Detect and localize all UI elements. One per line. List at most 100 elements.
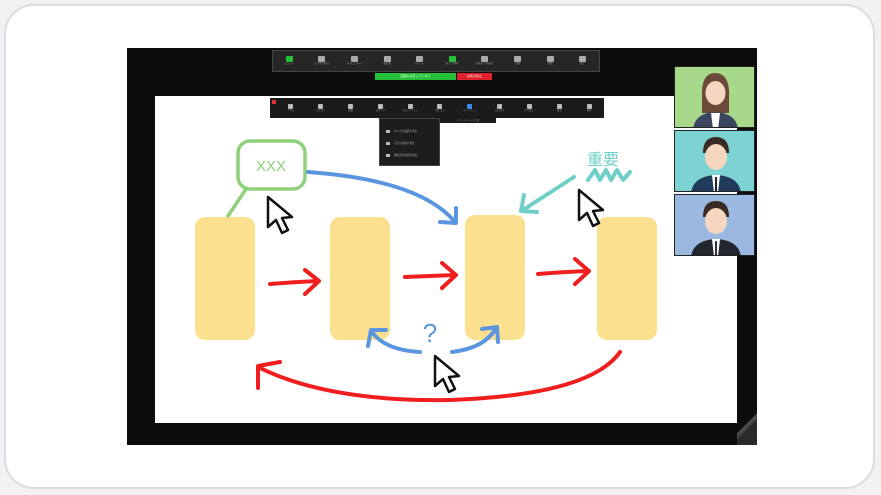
annotation-tool-label: テキスト (316, 108, 326, 112)
stamp-icon (377, 103, 383, 109)
annotation-tool-eraser[interactable]: 消しゴム (425, 98, 455, 118)
avatar-man (691, 137, 741, 191)
stop-share-button[interactable]: 共有の停止 (457, 73, 492, 80)
menu-item-clear-all[interactable]: すべての描画を消去 (380, 125, 439, 137)
process-box-2 (330, 217, 390, 340)
annotation-tool-label: 元に戻す (494, 108, 505, 112)
redo-icon (526, 103, 532, 109)
annotation-tool-redo[interactable]: やり直し (515, 98, 545, 118)
avatar-woman (693, 73, 738, 127)
menu-item-clear-mine[interactable]: 自分の描画を消去 (380, 137, 439, 149)
share-screen-icon (448, 56, 456, 62)
sharing-status: 画面を共有しています (375, 73, 456, 80)
save-icon (586, 103, 592, 109)
text-icon (318, 103, 324, 109)
toolbar-button-more[interactable]: 詳細 (534, 51, 567, 71)
annotation-tool-save[interactable]: 保存 (574, 98, 604, 118)
annotation-tool-label: 消しゴム (435, 108, 445, 112)
annotation-tool-mouse[interactable]: マウス (276, 98, 306, 118)
toolbar-button-end[interactable]: 終了 (566, 51, 599, 71)
annotation-tool-draw[interactable]: 描画 (336, 98, 366, 118)
cursor-icon (433, 354, 461, 394)
clear-dropdown-menu: すべての描画を消去 自分の描画を消去 閲覧者の描画を消去 (379, 118, 440, 166)
screen-corner (737, 405, 757, 445)
annotation-tool-label: やり直し (524, 108, 534, 112)
toolbar-button-microphone[interactable]: ミュート (273, 51, 306, 71)
eraser-icon (386, 141, 390, 145)
pen-icon (386, 153, 390, 157)
participants-icon (383, 56, 391, 62)
end-icon (579, 56, 587, 62)
spotlight-icon (407, 103, 413, 109)
question-mark: ? (423, 318, 437, 348)
speech-bubble (226, 139, 307, 218)
annotation-tool-trash[interactable]: 消去 (544, 98, 574, 118)
annotation-toolbar: マウス テキスト 描画 スタンプ スポットライト 消しゴム フォーマット 元に戻す やり直し 消去… (270, 98, 604, 118)
undo-icon (497, 103, 503, 109)
important-text: 重要 (587, 150, 619, 169)
shield-icon (350, 56, 358, 62)
meeting-toolbar: ミュート ビデオの停止 セキュリティ 参加者チャット 新しい共有 共有の一時停止 注釈 詳細 終… (272, 50, 600, 72)
toolbar-button-participants[interactable]: 参加者 (371, 51, 404, 71)
toolbar-button-label: 注釈 (514, 62, 520, 65)
annotation-tool-label: 保存 (586, 108, 592, 112)
annotation-tool-label: スポットライト (402, 108, 419, 112)
annotation-tool-stamp[interactable]: スタンプ (365, 98, 395, 118)
toolbar-button-label: チャット (414, 62, 425, 65)
toolbar-button-share-screen[interactable]: 新しい共有 (436, 51, 469, 71)
draw-icon (348, 103, 354, 109)
annotation-hint: ホワイトボードの注釈 (440, 118, 496, 123)
avatar-man (691, 201, 741, 255)
toolbar-button-label: ミュート (284, 62, 295, 65)
annotation-tool-label: フォーマット (462, 108, 477, 112)
microphone-icon (285, 56, 293, 62)
trash-icon (556, 103, 562, 109)
toolbar-button-label: セキュリティ (347, 62, 362, 65)
bubble-text: XXX (256, 158, 286, 175)
blue-right-arrow (450, 325, 500, 354)
pen-icon (386, 129, 390, 133)
toolbar-button-label: 共有の一時停止 (476, 62, 494, 65)
toolbar-button-label: ビデオの停止 (314, 62, 330, 65)
toolbar-button-shield[interactable]: セキュリティ (338, 51, 371, 71)
toolbar-button-pause[interactable]: 共有の一時停止 (469, 51, 502, 71)
annotation-tool-label: 描画 (348, 108, 353, 112)
eraser-icon (437, 103, 443, 109)
annotation-tool-format[interactable]: フォーマット (455, 98, 485, 118)
close-annotation-icon[interactable] (272, 100, 276, 104)
teal-arrow (519, 175, 576, 214)
red-arrow-1 (268, 268, 321, 296)
toolbar-button-chat[interactable]: チャット (403, 51, 436, 71)
toolbar-button-label: 新しい共有 (446, 62, 459, 65)
annotation-tool-text[interactable]: テキスト (306, 98, 336, 118)
cursor-icon (266, 195, 294, 235)
red-return-arrow (256, 350, 622, 403)
annotation-tool-label: マウス (287, 108, 295, 112)
annotation-tool-undo[interactable]: 元に戻す (485, 98, 515, 118)
pen-icon (513, 56, 521, 62)
more-icon (546, 56, 554, 62)
pause-icon (481, 56, 489, 62)
process-box-1 (195, 217, 255, 340)
chat-icon (416, 56, 424, 62)
toolbar-button-video-camera[interactable]: ビデオの停止 (306, 51, 339, 71)
video-tile-participant-man-1[interactable] (674, 130, 755, 192)
red-arrow-3 (536, 257, 591, 286)
format-icon (467, 103, 473, 109)
annotation-tool-spotlight[interactable]: スポットライト (395, 98, 425, 118)
blue-curved-arrow (306, 170, 458, 225)
toolbar-button-label: 終了 (580, 62, 586, 65)
video-tile-participant-woman[interactable] (674, 66, 755, 128)
process-box-3 (465, 215, 525, 340)
blue-left-arrow (366, 328, 422, 354)
process-box-4 (597, 217, 657, 340)
squiggle (586, 168, 632, 182)
toolbar-button-label: 詳細 (547, 62, 553, 65)
video-tile-participant-man-2[interactable] (674, 194, 755, 256)
menu-item-clear-viewers[interactable]: 閲覧者の描画を消去 (380, 149, 439, 161)
mouse-icon (288, 103, 294, 109)
annotation-tool-label: 消去 (556, 108, 562, 112)
toolbar-button-pen[interactable]: 注釈 (501, 51, 534, 71)
annotation-tool-label: スタンプ (375, 108, 385, 112)
